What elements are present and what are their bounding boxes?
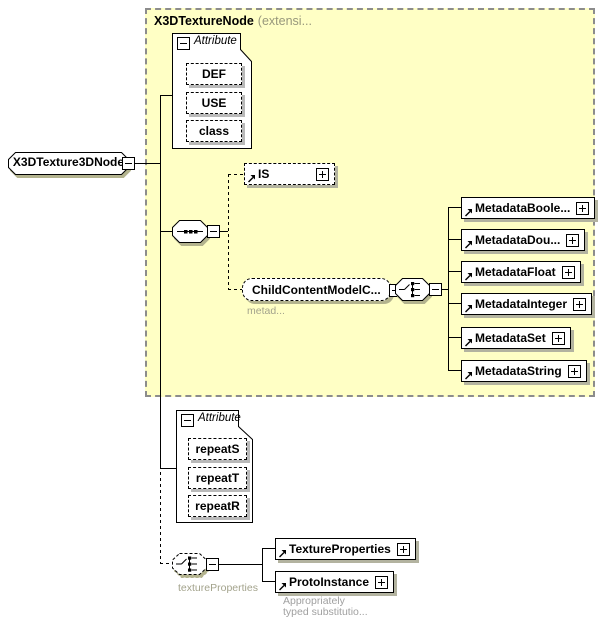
element-metadatafloat[interactable]: MetadataFloat	[461, 261, 581, 283]
attribute-group-top: Attribute DEF USE class	[172, 33, 252, 149]
element-label: IS	[258, 167, 270, 181]
element-label: MetadataString	[475, 364, 562, 378]
choice-compositor[interactable]	[395, 278, 442, 301]
plus-icon[interactable]	[566, 233, 580, 247]
element-textureproperties[interactable]: TextureProperties	[275, 538, 416, 560]
plus-icon[interactable]	[567, 364, 581, 378]
frame-title-suffix: (extensi...	[257, 14, 312, 28]
attribute-def[interactable]: DEF	[186, 63, 242, 85]
attribute-repeatt[interactable]: repeatT	[188, 467, 247, 489]
attribute-group-label: Attribute	[198, 412, 241, 424]
plus-icon[interactable]	[316, 167, 329, 181]
arrow-ref-icon	[465, 305, 472, 313]
element-protoinstance[interactable]: ProtoInstance	[275, 571, 395, 593]
sequence-icon	[172, 220, 208, 243]
group-label: ChildContentModelC...	[252, 282, 381, 297]
arrow-ref-icon	[465, 241, 472, 249]
element-label: MetadataDou...	[475, 233, 561, 247]
plus-icon[interactable]	[576, 201, 590, 215]
attribute-group-label: Attribute	[194, 35, 237, 47]
element-metadataset[interactable]: MetadataSet	[461, 327, 571, 349]
group-childcontentmodel[interactable]: ChildContentModelC...	[242, 278, 402, 301]
group-annotation: metad...	[247, 305, 285, 317]
element-label: MetadataFloat	[475, 265, 556, 279]
element-label: ProtoInstance	[289, 575, 370, 589]
substitution-annotation-line2: typed substitutio...	[283, 606, 368, 618]
arrow-ref-icon	[465, 339, 472, 347]
sequence-compositor[interactable]	[172, 220, 220, 243]
arrow-ref-icon	[279, 583, 286, 591]
plus-icon[interactable]	[573, 297, 587, 311]
arrow-ref-icon	[465, 273, 472, 281]
attribute-frame-shape	[172, 33, 252, 149]
attribute-repeats[interactable]: repeatS	[188, 438, 247, 460]
choice-icon	[395, 278, 430, 301]
minus-icon[interactable]	[206, 558, 219, 571]
arrow-ref-icon	[248, 175, 255, 183]
frame-title: X3DTextureNode(extensi...	[154, 14, 312, 28]
element-metadatastring[interactable]: MetadataString	[461, 360, 587, 382]
minus-icon[interactable]	[429, 283, 442, 296]
attribute-group-bottom: Attribute repeatS repeatT repeatR	[176, 410, 253, 523]
arrow-ref-icon	[279, 550, 286, 558]
element-label: TextureProperties	[289, 542, 391, 556]
element-label: X3DTexture3DNode	[12, 155, 125, 169]
attribute-repeatr[interactable]: repeatR	[188, 495, 247, 517]
attribute-class[interactable]: class	[186, 120, 242, 142]
element-metadatadouble[interactable]: MetadataDou...	[461, 229, 586, 251]
plus-icon[interactable]	[561, 265, 575, 279]
arrow-ref-icon	[465, 372, 472, 380]
minus-icon[interactable]	[181, 414, 194, 427]
minus-icon[interactable]	[122, 157, 135, 170]
textureproperties-choice-compositor[interactable]	[172, 553, 219, 575]
textureproperties-label: textureProperties	[178, 582, 258, 594]
attribute-use[interactable]: USE	[186, 92, 242, 114]
element-x3dtexture3dnode[interactable]: X3DTexture3DNode	[8, 152, 135, 175]
plus-icon[interactable]	[396, 542, 410, 556]
minus-icon[interactable]	[177, 37, 190, 50]
plus-icon[interactable]	[551, 331, 565, 345]
substitution-annotation: Appropriately typed substitutio...	[283, 596, 368, 618]
choice-icon	[172, 553, 207, 575]
element-metadatainteger[interactable]: MetadataInteger	[461, 293, 593, 315]
element-label: MetadataSet	[475, 331, 546, 345]
frame-title-text: X3DTextureNode	[154, 14, 254, 28]
element-is[interactable]: IS	[244, 163, 335, 185]
arrow-ref-icon	[465, 209, 472, 217]
plus-icon[interactable]	[375, 575, 389, 589]
minus-icon[interactable]	[207, 225, 220, 238]
element-metadataboolean[interactable]: MetadataBoole...	[461, 197, 596, 219]
element-label: MetadataBoole...	[475, 201, 571, 215]
element-label: MetadataInteger	[475, 297, 568, 311]
substitution-annotation-line1: Appropriately	[283, 595, 345, 607]
octagon-shape	[8, 152, 129, 175]
